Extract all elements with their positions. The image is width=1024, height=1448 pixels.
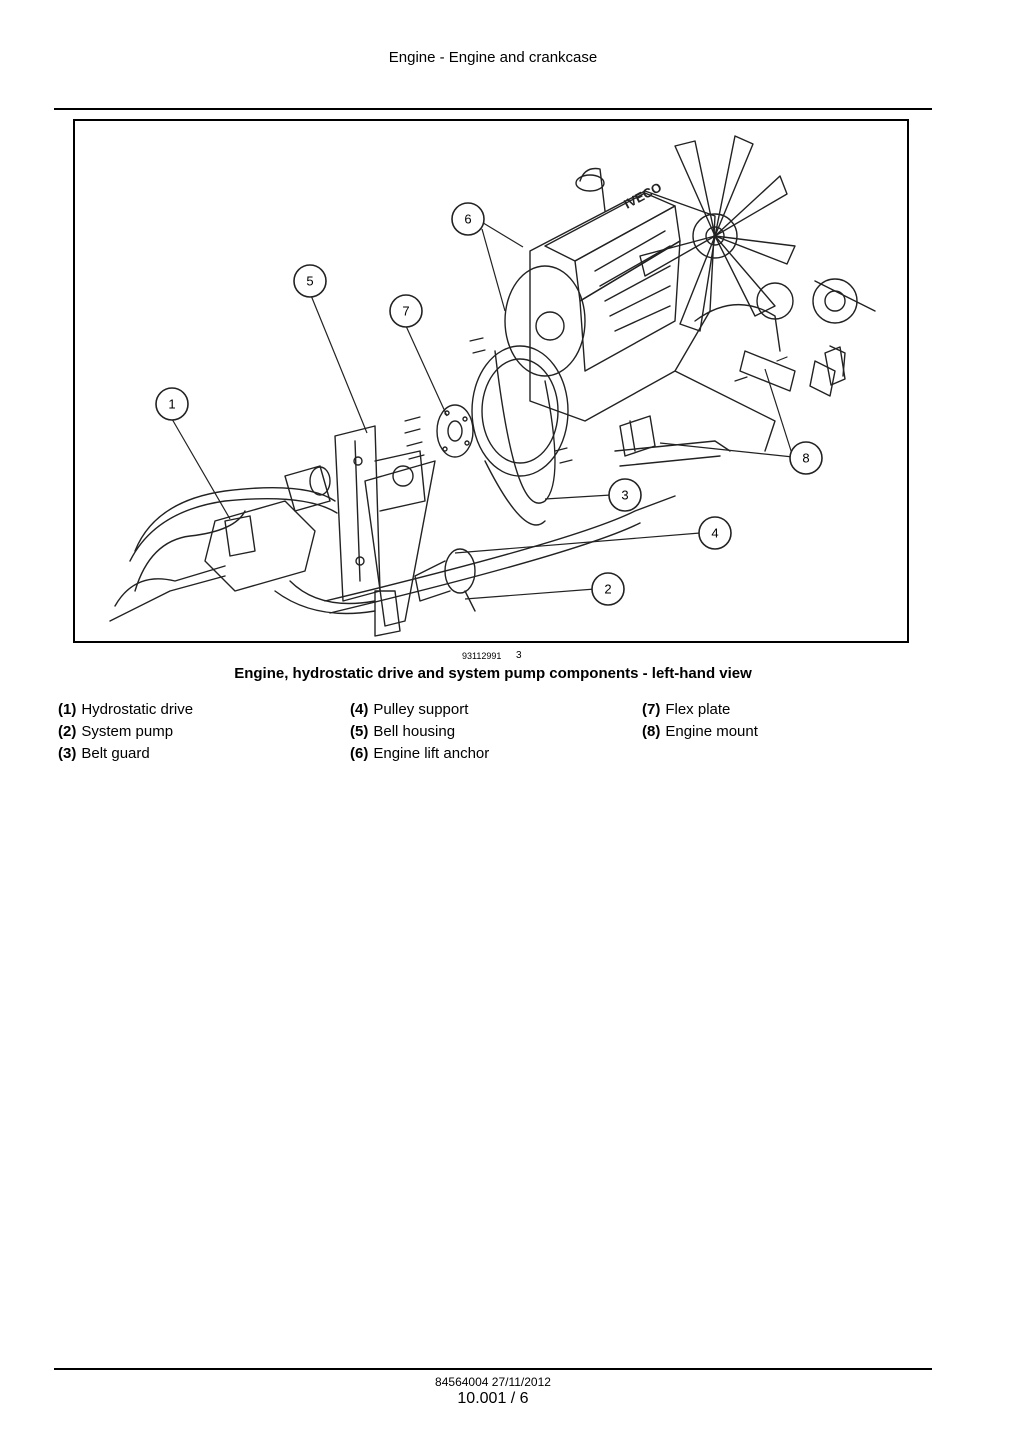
callout-1: 1 [155,387,189,421]
fan [639,135,796,332]
bell-housing [471,265,586,526]
figure-number: 3 [516,650,522,661]
svg-text:3: 3 [621,488,628,503]
callout-8: 8 [789,441,823,475]
legend-item: (7)Flex plate [642,701,731,718]
svg-text:7: 7 [402,304,409,319]
callout-5: 5 [293,264,327,298]
page-header-title: Engine - Engine and crankcase [388,49,598,66]
svg-text:4: 4 [711,526,718,541]
hydrostatic-drive [109,465,376,622]
svg-text:5: 5 [306,274,313,289]
callout-6: 6 [451,202,485,236]
engine-mount [619,346,846,457]
svg-text:8: 8 [802,451,809,466]
legend-item: (5)Bell housing [350,723,456,740]
parts-legend: (1)Hydrostatic drive (2)System pump (3)B… [58,699,928,765]
callout-2: 2 [591,572,625,606]
legend-item: (3)Belt guard [58,745,150,762]
adapter-plate [334,425,426,602]
svg-text:1: 1 [168,397,175,412]
footer-document-reference: 84564004 27/11/2012 [435,1375,551,1389]
engine-block [529,167,876,452]
engine-drawing: IVECO 1 2 3 4 5 6 [109,135,876,637]
legend-item: (1)Hydrostatic drive [58,701,194,718]
header-rule [54,108,932,110]
svg-text:2: 2 [604,582,611,597]
legend-item: (2)System pump [58,723,174,740]
callout-4: 4 [698,516,732,550]
figure-caption: Engine, hydrostatic drive and system pum… [234,665,752,682]
callout-3: 3 [608,478,642,512]
legend-item: (4)Pulley support [350,701,469,718]
flex-plate [436,404,474,458]
callout-7: 7 [389,294,423,328]
frame [324,440,731,637]
figure-reference-code: 93112991 [462,651,502,661]
engine-illustration: IVECO 1 2 3 4 5 6 [73,119,909,643]
legend-item: (8)Engine mount [642,723,758,740]
footer-rule [54,1368,932,1370]
system-pump [414,548,476,612]
engine-logo: IVECO [621,179,664,211]
svg-text:6: 6 [464,212,471,227]
legend-item: (6)Engine lift anchor [350,745,490,762]
footer-page-number: 10.001 / 6 [457,1390,529,1407]
